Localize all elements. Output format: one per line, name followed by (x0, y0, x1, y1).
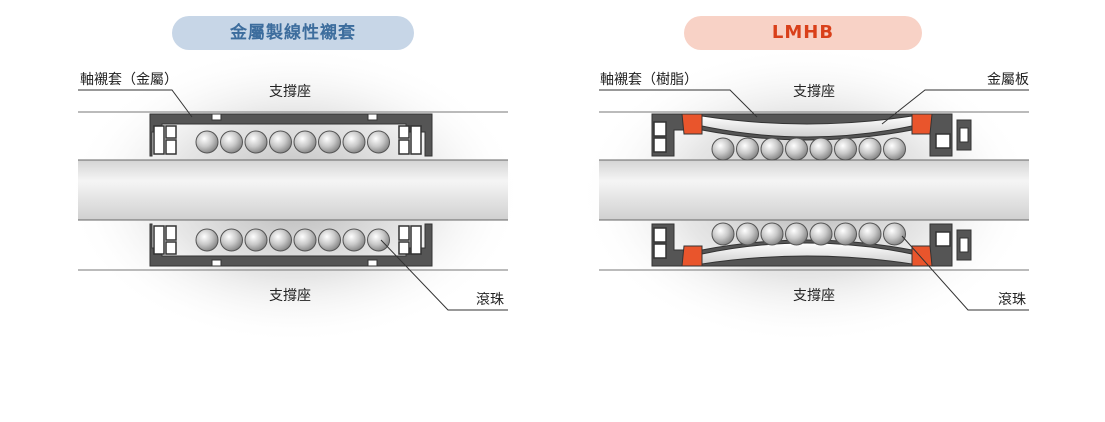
ball-row-top (195, 130, 390, 154)
ball (834, 222, 857, 246)
ball-row-top (711, 137, 906, 161)
ball-row-bottom (711, 222, 906, 246)
resin-sleeve-bottom (651, 223, 972, 267)
metal-bushing-panel: 軸襯套（金屬） 支撐座 支撐座 滾珠 金屬製線性襯套 (0, 0, 552, 422)
leader-plate (881, 89, 1029, 125)
label-ball: 滾珠 (998, 292, 1026, 308)
label-metal-plate: 金屬板 (987, 72, 1029, 88)
label-ball: 滾珠 (476, 292, 504, 308)
metal-sleeve-top (149, 113, 433, 157)
leader-sleeve (78, 89, 193, 118)
ball (220, 228, 243, 252)
leader-ball (380, 239, 508, 311)
ball (293, 130, 317, 154)
lmhb-panel: 軸襯套（樹脂） 金屬板 支撐座 支撐座 滾珠 LMHB (552, 0, 1104, 422)
ball (220, 130, 243, 154)
lmhb-diagram: 軸襯套（樹脂） 金屬板 支撐座 支撐座 滾珠 (577, 45, 1037, 345)
ball (834, 137, 857, 161)
label-housing-top: 支撐座 (793, 84, 835, 100)
metal-bushing-diagram: 軸襯套（金屬） 支撐座 支撐座 滾珠 (65, 45, 525, 345)
ball (858, 137, 882, 161)
ball (760, 222, 784, 246)
label-housing-bottom: 支撐座 (269, 288, 311, 304)
label-sleeve-metal: 軸襯套（金屬） (80, 71, 178, 88)
ball (318, 228, 341, 252)
ball (711, 137, 735, 161)
ball (195, 228, 219, 252)
ball (195, 130, 219, 154)
metal-sleeve-bottom (149, 223, 433, 267)
ball (318, 130, 341, 154)
ball (883, 222, 906, 246)
ball (736, 137, 759, 161)
metal-bushing-title-badge: 金屬製線性襯套 (172, 16, 414, 50)
metal-plate-top (701, 115, 913, 138)
ball (736, 222, 759, 246)
ball-row-bottom (195, 228, 390, 252)
ball (367, 130, 390, 154)
leader-sleeve (599, 89, 758, 118)
lmhb-title-badge: LMHB (684, 16, 922, 50)
ball (809, 137, 833, 161)
ball (342, 228, 366, 252)
ball (809, 222, 833, 246)
ball (342, 130, 366, 154)
leader-ball (901, 235, 1029, 311)
ball (269, 228, 292, 252)
ball (244, 130, 268, 154)
ball (367, 228, 390, 252)
shaft (599, 160, 1029, 220)
ball (293, 228, 317, 252)
label-housing-top: 支撐座 (269, 84, 311, 100)
ball (858, 222, 882, 246)
ball (785, 137, 808, 161)
ball (785, 222, 808, 246)
label-housing-bottom: 支撐座 (793, 288, 835, 304)
ball (269, 130, 292, 154)
label-sleeve-resin: 軸襯套（樹脂） (600, 71, 698, 88)
shaft (78, 160, 508, 220)
ball (760, 137, 784, 161)
metal-plate-bottom (701, 242, 913, 265)
ball (711, 222, 735, 246)
ball (244, 228, 268, 252)
ball (883, 137, 906, 161)
